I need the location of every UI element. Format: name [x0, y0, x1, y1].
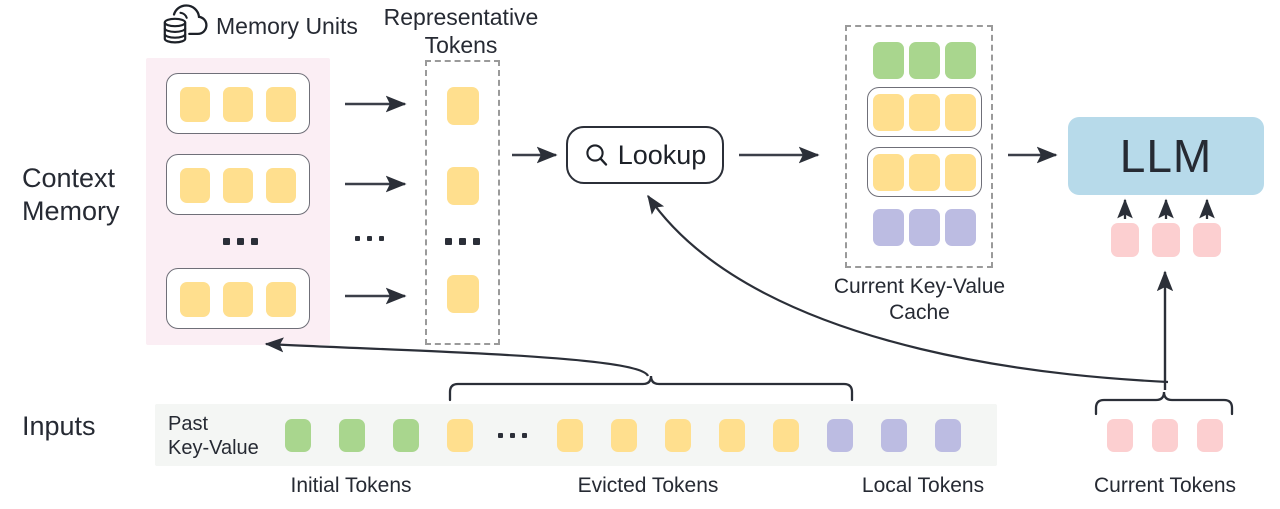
input-token [935, 419, 961, 452]
input-token [719, 419, 745, 452]
token [223, 87, 253, 122]
inputs-ellipsis [498, 433, 527, 438]
current-kv-cache-box [845, 25, 993, 268]
input-token [557, 419, 583, 452]
current-token [1152, 223, 1180, 257]
kv-token [873, 42, 904, 79]
representative-tokens-ellipsis [445, 238, 480, 245]
memory-units-ellipsis [223, 238, 258, 245]
kv-token [945, 154, 976, 191]
input-token [611, 419, 637, 452]
token [223, 282, 253, 317]
memory-units-heading: Memory Units [216, 13, 358, 39]
caption-evicted-tokens: Evicted Tokens [577, 474, 719, 497]
search-icon [584, 142, 610, 168]
kv-token [909, 154, 940, 191]
input-token [665, 419, 691, 452]
kv-token [945, 42, 976, 79]
caption-local-tokens: Local Tokens [861, 474, 985, 497]
token [266, 87, 296, 122]
memory-unit[interactable] [166, 268, 310, 329]
input-token [339, 419, 365, 452]
row-label-context-memory: Context Memory [22, 163, 120, 226]
input-token [447, 419, 473, 452]
representative-tokens-heading: Representative Tokens [383, 4, 539, 59]
current-token [1193, 223, 1221, 257]
token [266, 282, 296, 317]
lookup-button[interactable]: Lookup [566, 126, 724, 184]
lookup-label: Lookup [617, 139, 707, 170]
current-kv-cache-caption: Current Key-Value Cache [833, 275, 1006, 324]
representative-token [447, 275, 479, 313]
token [266, 168, 296, 203]
arrow-column-ellipsis [355, 236, 384, 241]
kv-token [945, 209, 976, 246]
memory-unit[interactable] [166, 154, 310, 215]
token [180, 168, 210, 203]
cloud-database-icon [156, 3, 210, 51]
token [180, 87, 210, 122]
current-input-token [1152, 419, 1178, 452]
input-token [881, 419, 907, 452]
input-token [393, 419, 419, 452]
context-memory-panel [146, 58, 330, 345]
token [180, 282, 210, 317]
kv-token [873, 154, 904, 191]
token [223, 168, 253, 203]
kv-token [909, 209, 940, 246]
llm-label: LLM [1119, 130, 1213, 182]
kv-token [909, 42, 940, 79]
current-input-token [1197, 419, 1223, 452]
inputs-strip: Past Key-Value [155, 404, 997, 466]
llm-box[interactable]: LLM [1068, 117, 1264, 195]
past-key-value-label: Past Key-Value [168, 413, 259, 460]
representative-token [447, 87, 479, 125]
kv-token [945, 94, 976, 131]
caption-initial-tokens: Initial Tokens [290, 474, 412, 497]
memory-unit[interactable] [166, 73, 310, 134]
caption-current-tokens: Current Tokens [1093, 474, 1237, 497]
kv-memory-unit [867, 147, 982, 197]
input-token [773, 419, 799, 452]
kv-token [873, 209, 904, 246]
current-input-token [1107, 419, 1133, 452]
input-token [827, 419, 853, 452]
row-label-inputs: Inputs [22, 411, 96, 441]
kv-memory-unit [867, 87, 982, 137]
representative-tokens-box [425, 60, 500, 345]
input-token [285, 419, 311, 452]
kv-token [909, 94, 940, 131]
representative-token [447, 167, 479, 205]
current-token [1111, 223, 1139, 257]
kv-token [873, 94, 904, 131]
